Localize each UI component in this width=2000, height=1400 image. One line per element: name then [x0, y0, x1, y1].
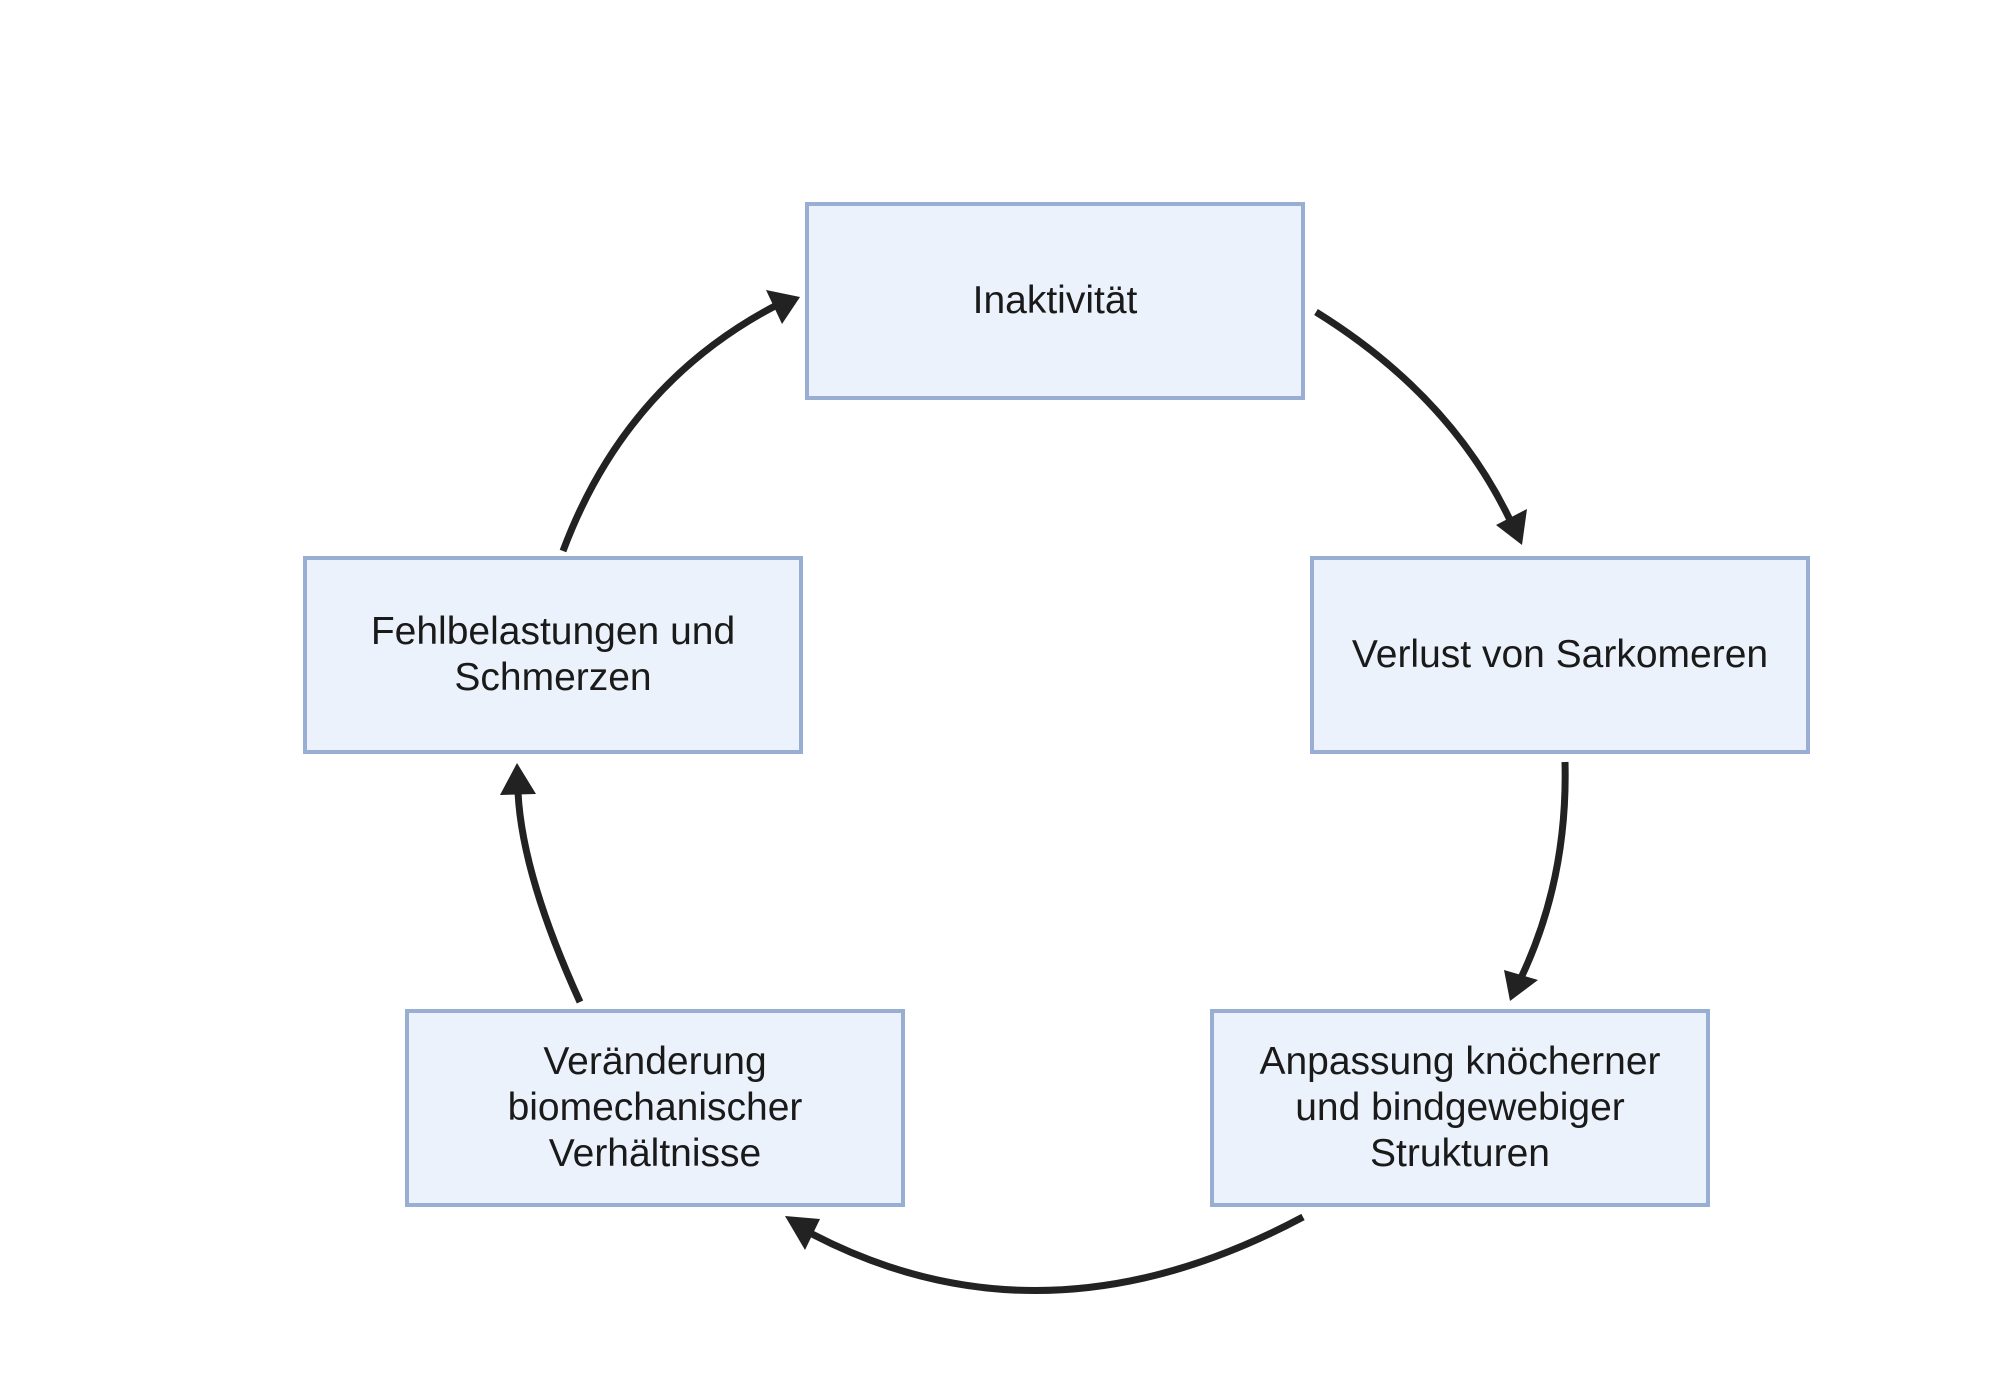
arrow-fehlbelastung-to-inaktivitaet: [559, 290, 800, 553]
node-veraenderung-biomechanik: Veränderung biomechanischer Verhältnisse: [405, 1009, 905, 1207]
arrow-verlust-to-anpassung: [1504, 761, 1569, 1001]
node-verlust-von-sarkomeren: Verlust von Sarkomeren: [1310, 556, 1810, 754]
node-fehlbelastungen-schmerzen: Fehlbelastungen und Schmerzen: [303, 556, 803, 754]
node-label: Fehlbelastungen und Schmerzen: [370, 610, 736, 699]
arrow-veraenderung-to-fehlbelastung: [500, 763, 584, 1004]
arrow-inaktivitaet-to-verlust: [1314, 309, 1527, 545]
arrow-anpassung-to-veraenderung: [785, 1213, 1305, 1295]
node-label: Inaktivität: [972, 279, 1138, 322]
node-anpassung-strukturen: Anpassung knöcherner und bindgewebiger S…: [1210, 1009, 1710, 1207]
node-label: Verlust von Sarkomeren: [1351, 633, 1769, 676]
node-label: Anpassung knöcherner und bindgewebiger S…: [1259, 1040, 1661, 1175]
node-inaktivitaet: Inaktivität: [805, 202, 1305, 400]
node-label: Veränderung biomechanischer Verhältnisse: [507, 1040, 803, 1175]
